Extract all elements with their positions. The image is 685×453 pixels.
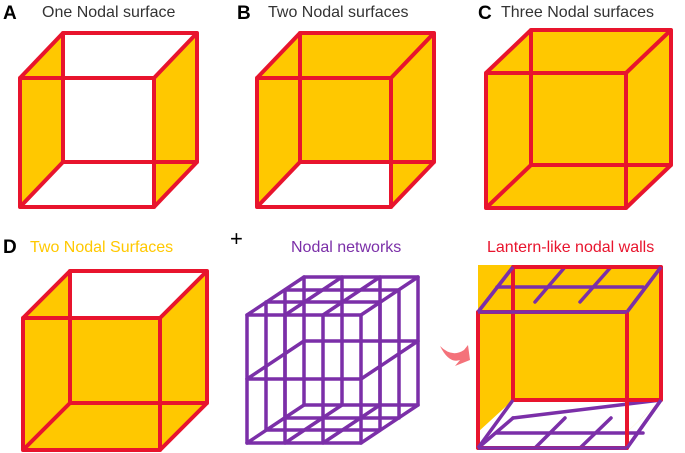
- panel-title-a: One Nodal surface: [42, 4, 176, 21]
- panel-title-d: Two Nodal Surfaces: [30, 239, 174, 256]
- cube-a: [18, 31, 199, 209]
- result-title: Lantern-like nodal walls: [487, 239, 655, 256]
- cube-a-left-face: [20, 33, 63, 207]
- cube-d: [21, 269, 209, 452]
- lantern-cube: [476, 265, 663, 450]
- cube-c: [484, 28, 673, 210]
- panel-letter-a: A: [3, 3, 17, 24]
- plus-icon: +: [230, 226, 243, 251]
- cube-d-right-face: [160, 271, 207, 450]
- cube-b-edges: [255, 31, 436, 209]
- cube-a-edges: [18, 31, 199, 209]
- panel-title-c: Three Nodal surfaces: [501, 4, 654, 21]
- cube-d-edges: [21, 269, 209, 452]
- panel-letter-d: D: [3, 237, 17, 258]
- panel-title-b: Two Nodal surfaces: [268, 4, 409, 21]
- lantern-yellow-faces: [478, 265, 661, 432]
- cube-a-right-face: [154, 33, 197, 207]
- cube-b: [255, 31, 436, 209]
- cube-b-left-face: [257, 33, 300, 207]
- nodal-network-lattice: [245, 275, 420, 445]
- cube-c-edges: [484, 28, 673, 210]
- curved-arrow-icon: [440, 345, 470, 366]
- panel-letter-b: B: [237, 3, 251, 24]
- panel-letter-c: C: [478, 3, 492, 24]
- lantern-bottom-opening: [478, 400, 661, 432]
- networks-title: Nodal networks: [291, 239, 402, 256]
